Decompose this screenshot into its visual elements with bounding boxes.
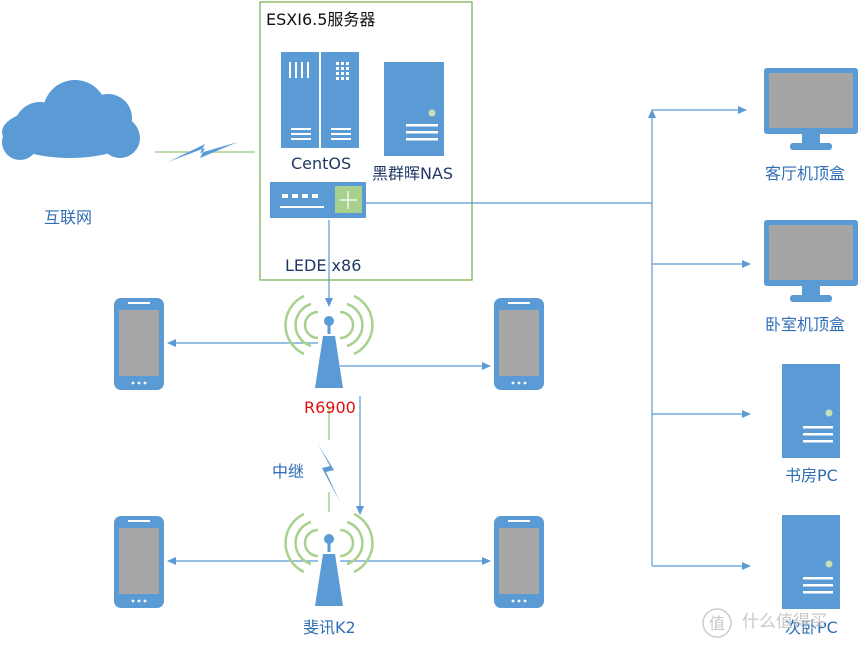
repeater-lightning-icon — [318, 406, 340, 512]
svg-text:值: 值 — [709, 614, 725, 633]
study-pc-label: 书房PC — [785, 466, 838, 485]
bedroom-label: 卧室机顶盒 — [765, 315, 846, 334]
internet-cloud-icon — [2, 80, 140, 160]
nas-server-icon — [384, 62, 444, 156]
lede-router-icon — [270, 182, 366, 218]
phone-icon — [494, 516, 544, 608]
watermark-text: 什么值得买 — [742, 612, 827, 632]
r6900-ap-icon — [284, 294, 374, 388]
k2-ap-icon — [284, 512, 374, 606]
router-label: LEDE x86 — [285, 256, 362, 275]
phone-icon — [114, 298, 164, 390]
centos-label: CentOS — [291, 154, 352, 173]
living-room-label: 客厅机顶盒 — [765, 164, 846, 183]
internet-label: 互联网 — [44, 208, 93, 227]
nas-label: 黑群晖NAS — [372, 164, 454, 183]
watermark-logo: 值 — [702, 608, 732, 638]
wan-lightning-icon — [155, 142, 255, 162]
ap-main-label: R6900 — [304, 398, 356, 417]
pc-tower-icon — [782, 515, 840, 609]
other-pc-label: 次卧PC — [785, 618, 838, 637]
phone-icon — [114, 516, 164, 608]
monitor-icon — [764, 68, 858, 150]
ap-sub-label: 斐讯K2 — [303, 618, 356, 637]
esxi-server-box — [259, 1, 473, 281]
repeater-label: 中继 — [272, 462, 305, 481]
connection-lines — [167, 106, 751, 570]
server-box-title: ESXI6.5服务器 — [266, 10, 376, 29]
centos-server-icon — [281, 52, 359, 148]
phone-icon — [494, 298, 544, 390]
monitor-icon — [764, 220, 858, 302]
pc-tower-icon — [782, 364, 840, 458]
